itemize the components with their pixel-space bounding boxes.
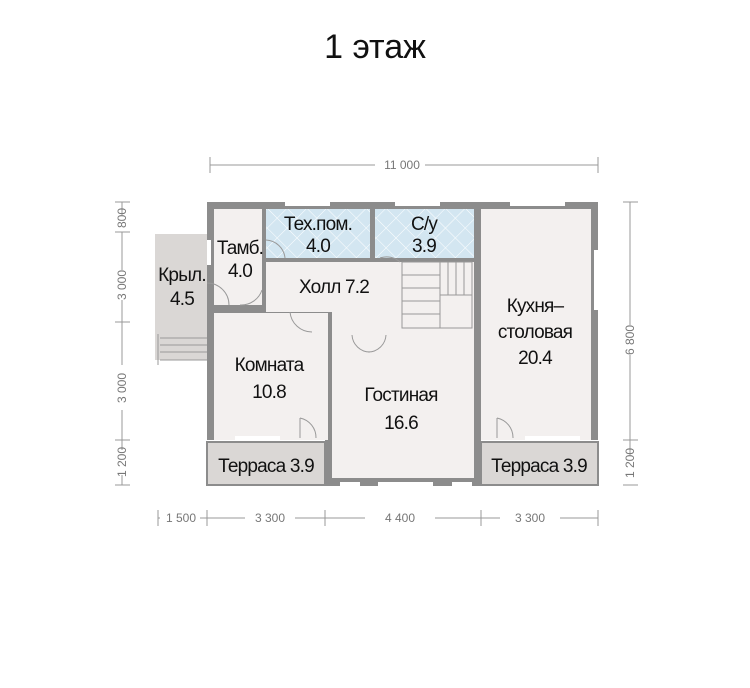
wc-room-name: С/у xyxy=(411,214,438,235)
dim-right-2: 1 200 xyxy=(623,448,637,478)
porch-name: Крыл. xyxy=(158,265,206,286)
kitchen-name-2: столовая xyxy=(498,322,572,343)
living-room xyxy=(332,328,474,478)
room-area: 10.8 xyxy=(252,382,286,403)
dim-left-3: 3 000 xyxy=(115,373,129,403)
hall-label: Холл 7.2 xyxy=(299,277,369,298)
terrace-right xyxy=(480,441,599,486)
wc-room-area: 3.9 xyxy=(412,236,436,257)
dim-top: 11 000 xyxy=(384,158,420,172)
dim-bottom-3: 4 400 xyxy=(385,511,415,525)
dim-bottom-1: 1 500 xyxy=(166,511,196,525)
terrace-left-label: Терраса 3.9 xyxy=(218,456,314,477)
room xyxy=(214,313,328,440)
dimension-lines xyxy=(115,157,638,526)
hall xyxy=(266,262,474,312)
terrace-right-label: Терраса 3.9 xyxy=(491,456,587,477)
living-room-name: Гостиная xyxy=(364,385,437,406)
kitchen-name-1: Кухня– xyxy=(507,296,565,317)
dim-right-1: 6 800 xyxy=(623,325,637,355)
tech-room-area: 4.0 xyxy=(306,236,330,257)
porch xyxy=(155,234,207,360)
kitchen-area: 20.4 xyxy=(518,348,553,369)
dim-bottom-2: 3 300 xyxy=(255,511,285,525)
dim-left-1: 800 xyxy=(115,208,129,228)
tech-room xyxy=(266,209,370,258)
living-room-area: 16.6 xyxy=(384,413,418,434)
porch-steps xyxy=(157,334,207,365)
tech-room-name: Тех.пом. xyxy=(284,214,352,235)
terrace-left xyxy=(206,441,326,486)
windows xyxy=(207,202,598,486)
tambur-name: Тамб. xyxy=(217,238,263,259)
dim-left-2: 3 000 xyxy=(115,270,129,300)
wc-room xyxy=(375,209,474,258)
tambur-area: 4.0 xyxy=(228,261,252,282)
door-swings xyxy=(206,239,514,439)
kitchen xyxy=(481,209,591,440)
dim-left-4: 1 200 xyxy=(115,447,129,477)
page-title: 1 этаж xyxy=(324,28,426,66)
porch-area: 4.5 xyxy=(170,289,194,310)
room-name: Комната xyxy=(235,355,305,376)
dim-bottom-4: 3 300 xyxy=(515,511,545,525)
staircase xyxy=(401,261,473,329)
